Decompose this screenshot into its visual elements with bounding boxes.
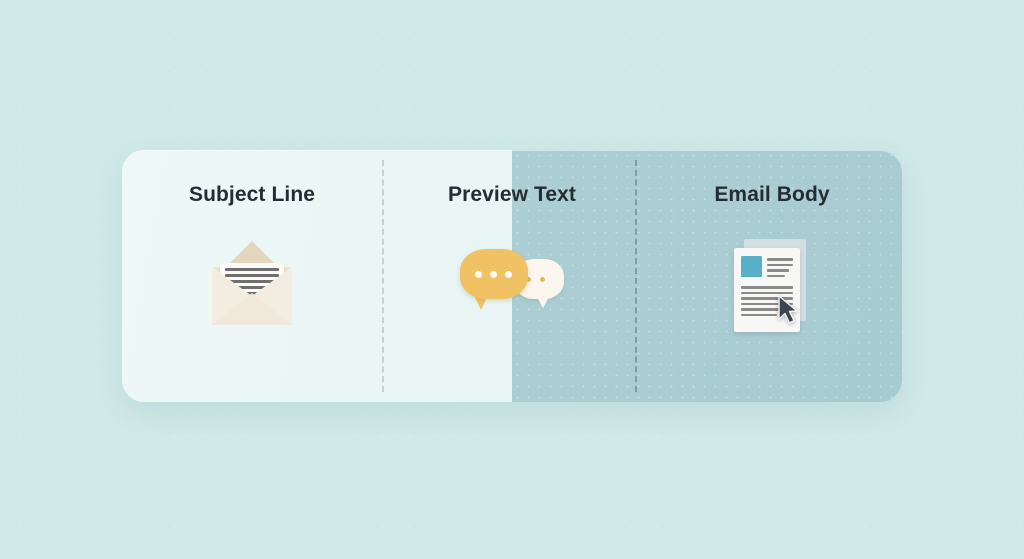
panel-email-body[interactable]: Email Body (642, 150, 902, 402)
panel-title-subject-line: Subject Line (188, 183, 316, 206)
document-line (767, 274, 786, 277)
divider-preview-body (635, 160, 637, 392)
document-with-cursor-icon (712, 235, 832, 345)
panel-subject-line[interactable]: Subject Line (122, 150, 382, 402)
document-line (741, 291, 793, 294)
document-line (741, 297, 793, 300)
divider-subject-preview (382, 160, 384, 392)
document-line (741, 302, 793, 305)
bubble-dot (526, 277, 531, 282)
bubble-dot (505, 271, 512, 278)
document-header (741, 256, 793, 280)
panel-title-email-body: Email Body (714, 183, 830, 206)
document-line (741, 286, 793, 289)
bubble-dot (475, 271, 482, 278)
panel-title-preview-text: Preview Text (447, 183, 577, 206)
card-background-dark (512, 150, 902, 402)
document-line (767, 269, 790, 272)
document-line (767, 263, 793, 266)
panel-preview-text[interactable]: Preview Text (382, 150, 642, 402)
speech-bubble-back-tail (536, 295, 550, 308)
bubble-dot (490, 271, 497, 278)
mouse-cursor-icon (778, 295, 798, 324)
envelope-front-panel (212, 293, 292, 325)
document-line (741, 313, 778, 316)
panel-group: Subject Line (122, 150, 902, 402)
document-line (741, 308, 793, 311)
card-background-light (122, 150, 512, 402)
components-card: Subject Line (122, 150, 902, 402)
open-envelope-icon (192, 235, 312, 345)
document-line (767, 258, 793, 261)
speech-bubble-front (460, 249, 528, 299)
speech-bubbles-icon (452, 235, 572, 345)
document-header-lines (767, 256, 793, 280)
bubble-dot (540, 277, 545, 282)
document-image-block (741, 256, 762, 277)
